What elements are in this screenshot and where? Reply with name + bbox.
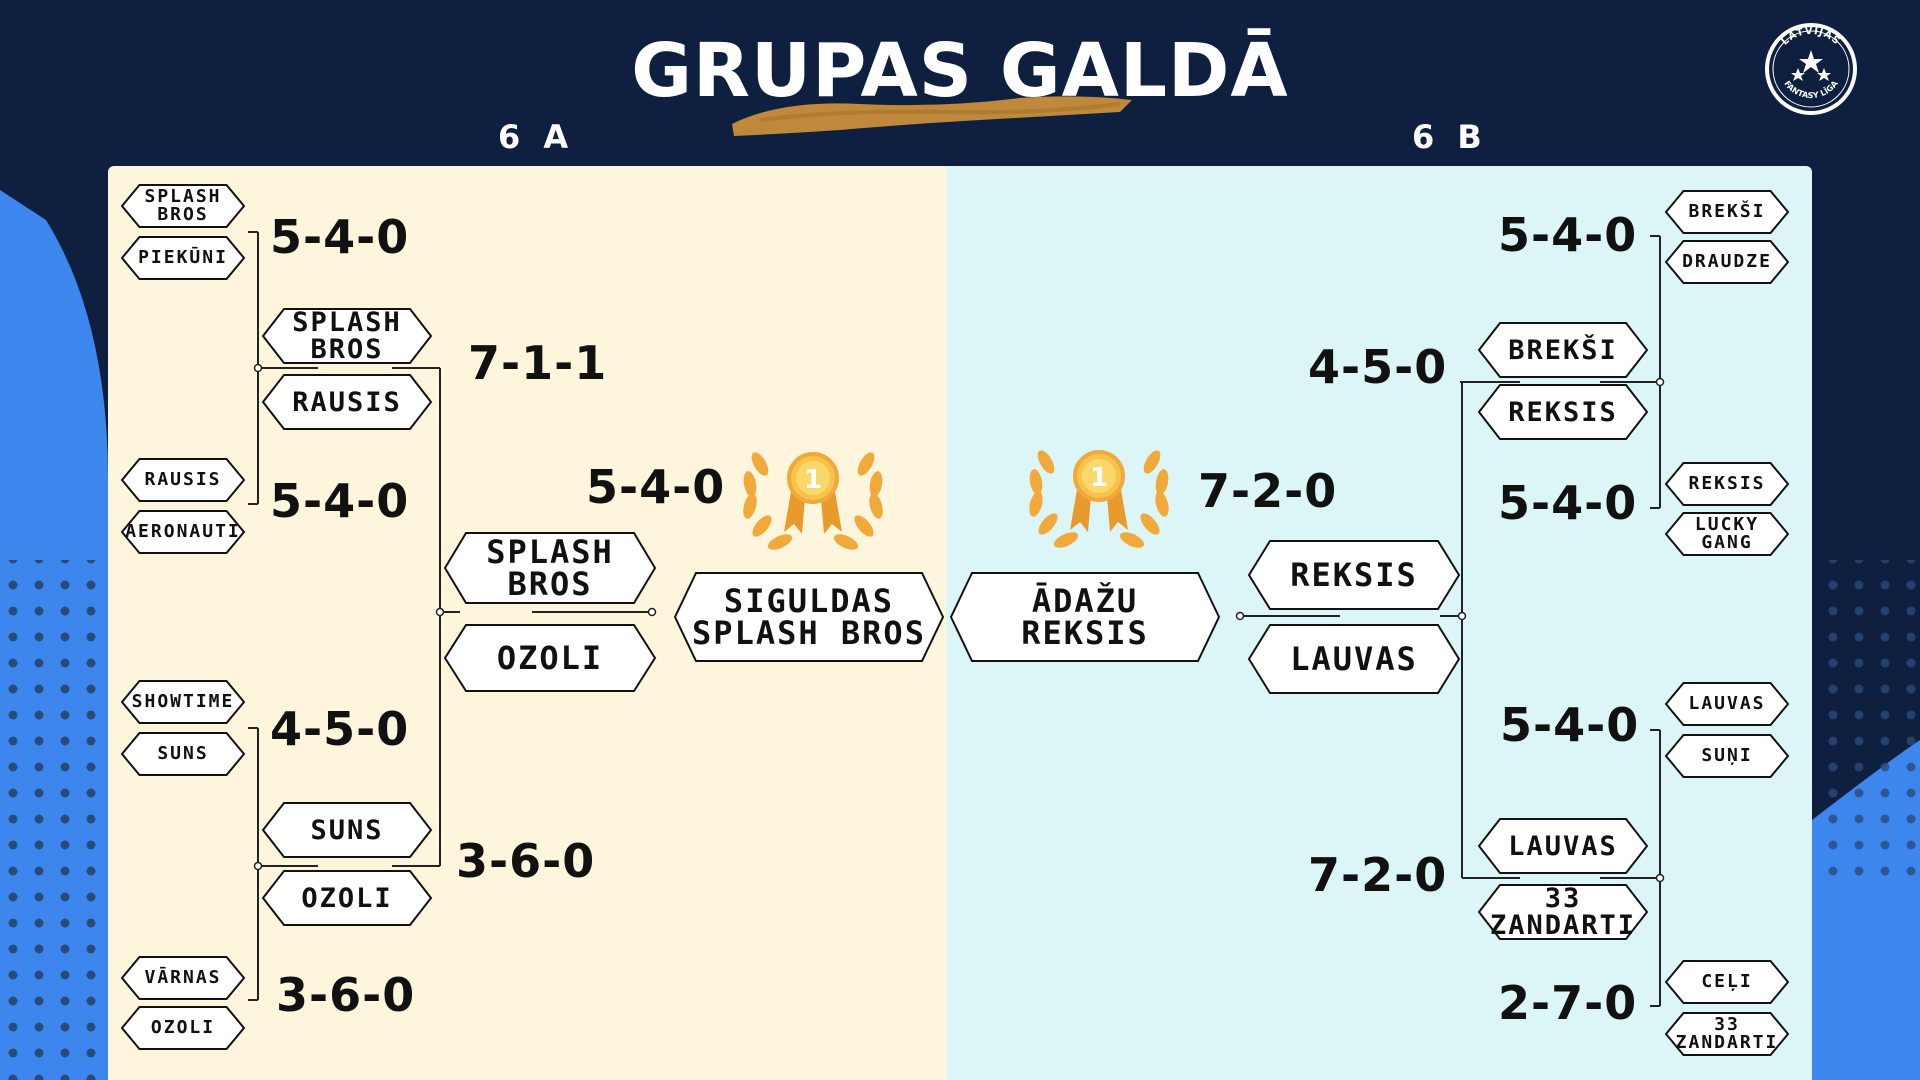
gold-medal-left: 1 [728, 424, 898, 568]
score-right-r1-2: 5-4-0 [1498, 476, 1638, 530]
team-box-left-r3-b: OZOLI [443, 624, 657, 692]
team-name: REKSIS [1508, 396, 1618, 428]
team-box-left-r1-2b: AERONAUTI [120, 510, 246, 554]
team-box-left-r2-2a: SUNS [261, 802, 433, 858]
score-right-final: 7-2-0 [1198, 464, 1338, 518]
gold-medal-right: 1 [1014, 422, 1184, 566]
team-name: LUCKY GANG [1694, 514, 1760, 553]
laurel-medal-icon: 1 [743, 452, 883, 550]
team-name: SUNS [157, 743, 209, 764]
connector-node [1655, 377, 1665, 387]
score-left-r1-3: 4-5-0 [270, 702, 410, 756]
medal-number-right: 1 [1090, 463, 1108, 493]
score-left-r2-1: 7-1-1 [468, 336, 608, 390]
champion-box-left: SIGULDAS SPLASH BROS [673, 572, 945, 662]
team-box-left-r1-4b: OZOLI [120, 1006, 246, 1050]
team-box-right-r2-2b: 33 ZANDARTI [1477, 883, 1649, 941]
team-name: SPLASH BROS [292, 307, 402, 365]
page-title: GRUPAS GALDĀ [631, 28, 1289, 114]
team-name: LAUVAS [1688, 693, 1766, 714]
team-name: AERONAUTI [125, 521, 241, 542]
team-box-left-r1-1a: SPLASH BROS [120, 184, 246, 228]
team-name: BREKŠI [1508, 334, 1618, 366]
score-right-r2-1: 4-5-0 [1308, 340, 1448, 394]
connector-node [253, 861, 263, 871]
team-box-right-r2-2a: LAUVAS [1477, 818, 1649, 874]
team-name: SPLASH BROS [144, 186, 222, 225]
team-name: PIEKŪNI [138, 247, 228, 268]
team-box-left-r2-1b: RAUSIS [261, 374, 433, 430]
team-box-left-r2-2b: OZOLI [261, 870, 433, 926]
team-box-right-r1-1a: BREKŠI [1664, 190, 1790, 234]
team-box-right-r3-a: REKSIS [1247, 540, 1461, 610]
team-name: SPLASH BROS [486, 533, 614, 603]
team-name: ĀDAŽU REKSIS [1021, 582, 1149, 652]
team-name: SIGULDAS SPLASH BROS [692, 582, 926, 652]
team-box-right-r1-2a: REKSIS [1664, 462, 1790, 506]
medal-number-left: 1 [804, 465, 822, 495]
score-right-r2-2: 7-2-0 [1308, 848, 1448, 902]
score-right-r1-3: 5-4-0 [1500, 698, 1640, 752]
team-name: 33 ZANDARTI [1489, 883, 1637, 941]
team-box-left-r1-4a: VĀRNAS [120, 956, 246, 1000]
score-left-r1-1: 5-4-0 [270, 210, 410, 264]
team-box-left-r1-3a: SHOWTIME [120, 680, 246, 724]
team-box-right-r1-3b: SUŅI [1664, 734, 1790, 778]
stars-badge-icon: LATVIJAS FANTASY LĪGA [1765, 23, 1857, 115]
league-logo: LATVIJAS FANTASY LĪGA [1762, 20, 1860, 118]
team-name: OZOLI [150, 1017, 216, 1038]
connector-node [1655, 873, 1665, 883]
score-left-r2-2: 3-6-0 [456, 834, 596, 888]
team-name: 33 ZANDARTI [1675, 1014, 1779, 1053]
team-name: BREKŠI [1688, 201, 1766, 222]
score-right-r1-4: 2-7-0 [1498, 976, 1638, 1030]
team-box-right-r2-1a: BREKŠI [1477, 322, 1649, 378]
team-box-left-r1-2a: RAUSIS [120, 458, 246, 502]
team-name: VĀRNAS [144, 967, 222, 988]
team-name: RAUSIS [144, 469, 222, 490]
team-name: SUNS [310, 814, 384, 846]
connector-node [435, 607, 445, 617]
connector-node [647, 607, 657, 617]
team-box-right-r1-4b: 33 ZANDARTI [1664, 1012, 1790, 1056]
team-box-left-r1-3b: SUNS [120, 732, 246, 776]
laurel-medal-icon: 1 [1029, 450, 1169, 548]
score-left-final: 5-4-0 [586, 460, 726, 514]
team-box-right-r1-4a: CEĻI [1664, 960, 1790, 1004]
team-name: LAUVAS [1508, 830, 1618, 862]
group-label-6a: 6 A [498, 118, 575, 156]
team-name: REKSIS [1688, 473, 1766, 494]
team-box-left-r3-a: SPLASH BROS [443, 532, 657, 604]
champion-box-right: ĀDAŽU REKSIS [949, 572, 1221, 662]
team-box-right-r1-2b: LUCKY GANG [1664, 512, 1790, 556]
score-right-r1-1: 5-4-0 [1498, 208, 1638, 262]
team-box-right-r1-3a: LAUVAS [1664, 682, 1790, 726]
team-name: SHOWTIME [131, 691, 235, 712]
team-box-right-r2-1b: REKSIS [1477, 384, 1649, 440]
team-name: SUŅI [1701, 745, 1753, 766]
team-name: OZOLI [496, 639, 604, 677]
team-box-right-r1-1b: DRAUDZE [1664, 240, 1790, 284]
group-label-6b: 6 B [1412, 118, 1488, 156]
team-name: CEĻI [1701, 971, 1753, 992]
team-name: DRAUDZE [1682, 251, 1772, 272]
score-left-r1-4: 3-6-0 [276, 968, 416, 1022]
team-name: LAUVAS [1290, 640, 1418, 678]
team-name: OZOLI [301, 882, 393, 914]
team-box-left-r2-1a: SPLASH BROS [261, 307, 433, 365]
team-box-left-r1-1b: PIEKŪNI [120, 236, 246, 280]
connector-node [1457, 611, 1467, 621]
title-brush-stroke [732, 96, 1132, 136]
team-box-right-r3-b: LAUVAS [1247, 624, 1461, 694]
team-name: REKSIS [1290, 556, 1418, 594]
score-left-r1-2: 5-4-0 [270, 474, 410, 528]
connector-node [253, 363, 263, 373]
connector-node [1235, 611, 1245, 621]
team-name: RAUSIS [292, 386, 402, 418]
